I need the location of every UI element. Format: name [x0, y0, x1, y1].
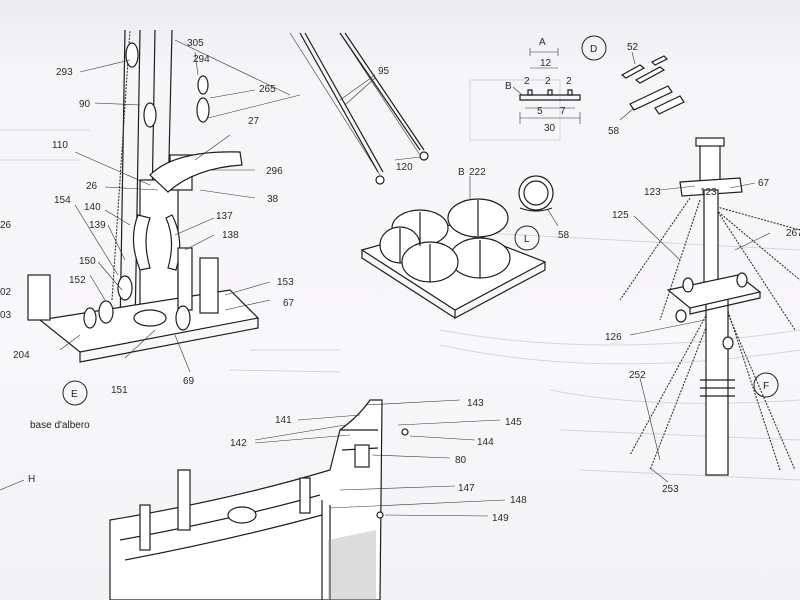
label-67-top: 67 [758, 178, 770, 189]
label-123-left: 123 [644, 187, 661, 198]
label-69: 69 [183, 376, 195, 387]
label-58-parts: 58 [608, 126, 620, 137]
dim-30: 30 [544, 123, 556, 134]
label-58-barrel: 58 [558, 230, 570, 241]
label-252: 252 [629, 370, 646, 381]
label-141: 141 [275, 415, 292, 426]
label-153: 153 [277, 277, 294, 288]
small-parts-diagram [619, 51, 685, 121]
label-305: 305 [187, 38, 204, 49]
label-148: 148 [510, 495, 527, 506]
label-03-edge: 03 [0, 310, 12, 321]
label-137: 137 [216, 211, 233, 222]
dim-a: A [539, 37, 546, 48]
circle-label-e: E [71, 389, 78, 400]
label-151: 151 [111, 385, 128, 396]
mast-base-diagram [27, 29, 301, 373]
label-294: 294 [193, 54, 210, 65]
hull-stern-diagram [0, 399, 506, 600]
label-147: 147 [458, 483, 475, 494]
circle-label-f: F [763, 381, 769, 392]
dim-2a: 2 [524, 76, 530, 87]
label-296: 296 [266, 166, 283, 177]
shroud-lines-diagram [289, 32, 429, 185]
dim-2b: 2 [545, 76, 551, 87]
label-52: 52 [627, 42, 639, 53]
label-139: 139 [89, 220, 106, 231]
label-138: 138 [222, 230, 239, 241]
barrel-rack-diagram [360, 175, 559, 319]
dim-7: 7 [560, 106, 566, 117]
label-27: 27 [248, 116, 260, 127]
label-h: H [28, 474, 35, 485]
label-150: 150 [79, 256, 96, 267]
label-152: 152 [69, 275, 86, 286]
label-142: 142 [230, 438, 247, 449]
dim-12: 12 [540, 58, 552, 69]
label-26-edge: 26 [0, 220, 12, 231]
label-90: 90 [79, 99, 91, 110]
circle-label-l: L [524, 234, 530, 245]
label-144: 144 [477, 437, 494, 448]
label-80: 80 [455, 455, 467, 466]
label-265: 265 [259, 84, 276, 95]
label-120: 120 [396, 162, 413, 173]
label-b-barrel: B [458, 167, 465, 178]
label-222: 222 [469, 167, 486, 178]
dim-2c: 2 [566, 76, 572, 87]
label-26: 26 [86, 181, 98, 192]
dim-b: B [505, 81, 512, 92]
background-ghost-drawing [0, 79, 800, 481]
circle-label-d: D [590, 44, 597, 55]
label-293: 293 [56, 67, 73, 78]
label-110: 110 [52, 140, 68, 151]
mast-top-diagram [619, 137, 800, 483]
label-253: 253 [662, 484, 679, 495]
label-95: 95 [378, 66, 390, 77]
label-38: 38 [267, 194, 279, 205]
caption-base-albero: base d'albero [30, 420, 90, 431]
label-267: 267 [786, 228, 800, 239]
label-145: 145 [505, 417, 522, 428]
section-marker-f: F [753, 372, 779, 398]
section-marker-d: D [581, 35, 607, 61]
dimension-detail-diagram [512, 48, 581, 124]
mast-base-labels: 293 305 294 265 90 27 110 296 26 38 154 … [0, 38, 295, 396]
label-67: 67 [283, 298, 295, 309]
label-123-right: 123 [700, 187, 717, 198]
label-02-edge: 02 [0, 287, 12, 298]
section-marker-l: L [514, 225, 540, 251]
label-140: 140 [84, 202, 101, 213]
section-marker-e: E [62, 380, 88, 406]
label-143: 143 [467, 398, 484, 409]
label-154: 154 [54, 195, 71, 206]
label-125: 125 [612, 210, 629, 221]
label-126: 126 [605, 332, 622, 343]
dim-5: 5 [537, 106, 543, 117]
label-149: 149 [492, 513, 509, 524]
label-204: 204 [13, 350, 30, 361]
